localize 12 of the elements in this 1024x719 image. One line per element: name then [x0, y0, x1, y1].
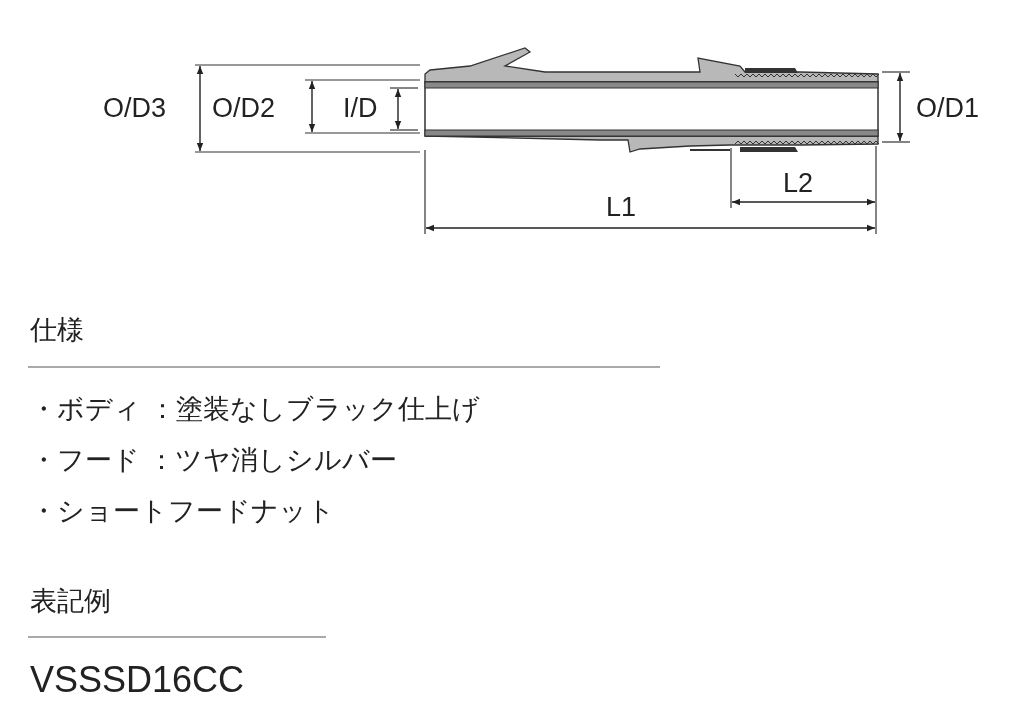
dimension-label: L1	[606, 194, 637, 221]
dimension-label: O/D1	[916, 95, 980, 122]
spec-item: ・ボディ ：塗装なしブラック仕上げ	[30, 396, 480, 423]
dimension-label: O/D3	[103, 95, 167, 122]
section-heading: 仕様	[30, 317, 84, 344]
model-code: VSSSD16CC	[30, 662, 245, 698]
dimension-label: L2	[783, 170, 814, 197]
spec-item: ・ショートフードナット	[30, 498, 335, 525]
section-heading: 表記例	[30, 588, 111, 615]
dimension-label: O/D2	[212, 95, 276, 122]
dimension-label: I/D	[343, 95, 378, 122]
spec-item: ・フード ：ツヤ消しシルバー	[30, 447, 397, 474]
